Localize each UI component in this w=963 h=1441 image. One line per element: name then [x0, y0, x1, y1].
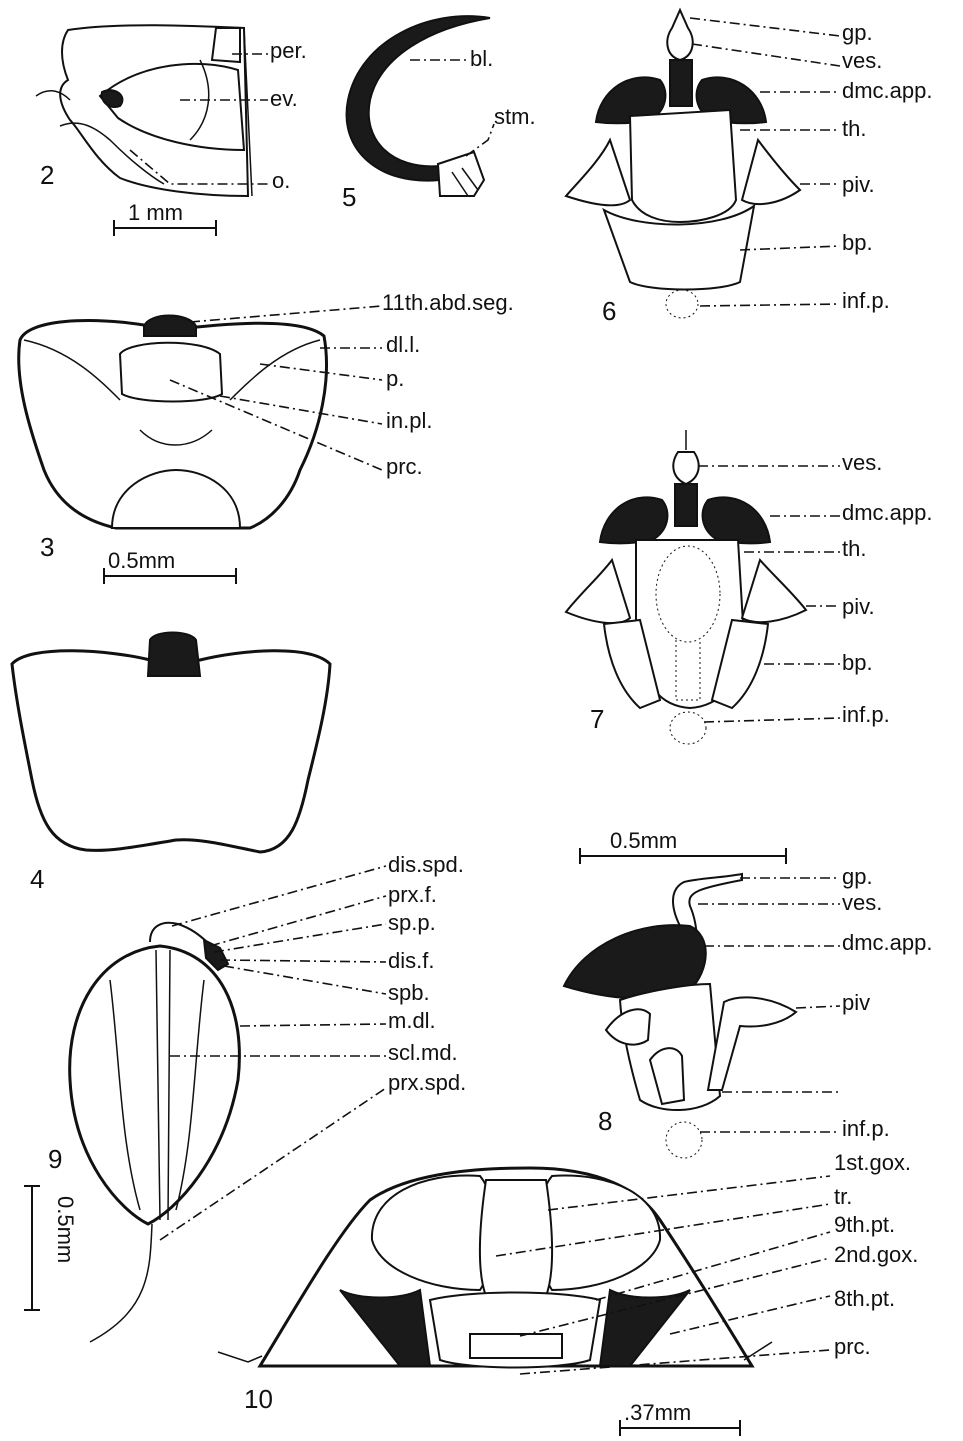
fig9-number: 9: [48, 1144, 62, 1174]
fig6-label-piv: piv.: [842, 172, 875, 197]
fig8-label-dmc: dmc.app.: [842, 930, 933, 955]
figure-10: 1st.gox. tr. 9th.pt. 2nd.gox. 8th.pt. pr…: [218, 1150, 918, 1436]
fig10-label-gox2: 2nd.gox.: [834, 1242, 918, 1267]
figure-6: gp. ves. dmc.app. th. piv. bp. inf.p. 6: [566, 10, 933, 326]
fig3-label-abd: 11th.abd.seg.: [382, 290, 514, 315]
fig9-label-spb: spb.: [388, 980, 430, 1005]
fig8-label-ves: ves.: [842, 890, 882, 915]
fig9-label-mdl: m.dl.: [388, 1008, 436, 1033]
fig7-label-piv: piv.: [842, 594, 875, 619]
fig7-label-ves: ves.: [842, 450, 882, 475]
fig10-scale-bar: .37mm: [620, 1400, 740, 1436]
fig6-label-infp: inf.p.: [842, 288, 890, 313]
figure-7: ves. dmc.app. th. piv. bp. inf.p. 7: [566, 430, 933, 744]
fig9-scale-bar: 0.5mm: [24, 1186, 78, 1310]
figure-4: 4: [12, 633, 330, 895]
fig3-number: 3: [40, 532, 54, 562]
fig6-label-ves: ves.: [842, 48, 882, 73]
fig3-label-dll: dl.l.: [386, 332, 420, 357]
fig2-label-o: o.: [272, 168, 290, 193]
fig8-scale-label: 0.5mm: [610, 828, 677, 853]
fig7-label-dmc: dmc.app.: [842, 500, 933, 525]
fig9-label-sclmd: scl.md.: [388, 1040, 458, 1065]
fig6-label-gp: gp.: [842, 20, 873, 45]
figure-2: per. ev. o. 2 1 mm: [36, 25, 307, 236]
fig6-number: 6: [602, 296, 616, 326]
fig3-label-inpl: in.pl.: [386, 408, 432, 433]
fig8-scale-bar: 0.5mm: [580, 828, 786, 864]
fig10-label-tr: tr.: [834, 1184, 852, 1209]
fig7-label-th: th.: [842, 536, 866, 561]
fig9-label-disspd: dis.spd.: [388, 852, 464, 877]
fig7-number: 7: [590, 704, 604, 734]
fig10-label-pt9: 9th.pt.: [834, 1212, 895, 1237]
fig7-label-bp: bp.: [842, 650, 873, 675]
fig8-label-infp: inf.p.: [842, 1116, 890, 1141]
figure-3: 11th.abd.seg. dl.l. p. in.pl. prc. 3 0.5…: [19, 290, 514, 584]
fig4-number: 4: [30, 864, 44, 894]
fig3-label-p: p.: [386, 366, 404, 391]
fig2-label-per: per.: [270, 38, 307, 63]
fig9-label-disf: dis.f.: [388, 948, 434, 973]
fig10-label-pt8: 8th.pt.: [834, 1286, 895, 1311]
fig3-scale-label: 0.5mm: [108, 548, 175, 573]
fig9-label-prxspd: prx.spd.: [388, 1070, 466, 1095]
fig5-label-bl: bl.: [470, 46, 493, 71]
fig6-label-dmc: dmc.app.: [842, 78, 933, 103]
fig8-label-gp: gp.: [842, 864, 873, 889]
figure-5: bl. stm. 5: [342, 16, 536, 212]
fig3-label-prc: prc.: [386, 454, 423, 479]
fig2-scale-bar: 1 mm: [114, 200, 216, 236]
fig8-number: 8: [598, 1106, 612, 1136]
fig9-scale-label: 0.5mm: [53, 1196, 78, 1263]
fig7-label-infp: inf.p.: [842, 702, 890, 727]
fig3-scale-bar: 0.5mm: [104, 548, 236, 584]
fig10-number: 10: [244, 1384, 273, 1414]
fig5-number: 5: [342, 182, 356, 212]
fig9-label-prxf: prx.f.: [388, 882, 437, 907]
fig5-label-stm: stm.: [494, 104, 536, 129]
fig2-label-ev: ev.: [270, 86, 298, 111]
fig8-label-piv: piv: [842, 990, 870, 1015]
fig10-scale-label: .37mm: [624, 1400, 691, 1425]
fig10-label-gox1: 1st.gox.: [834, 1150, 911, 1175]
fig9-label-spp: sp.p.: [388, 910, 436, 935]
figure-8: 0.5mm gp. ves. dmc.app. piv inf.p. 8: [564, 828, 933, 1158]
fig6-label-th: th.: [842, 116, 866, 141]
fig2-scale-label: 1 mm: [128, 200, 183, 225]
fig2-number: 2: [40, 160, 54, 190]
fig6-label-bp: bp.: [842, 230, 873, 255]
fig10-label-prc: prc.: [834, 1334, 871, 1359]
